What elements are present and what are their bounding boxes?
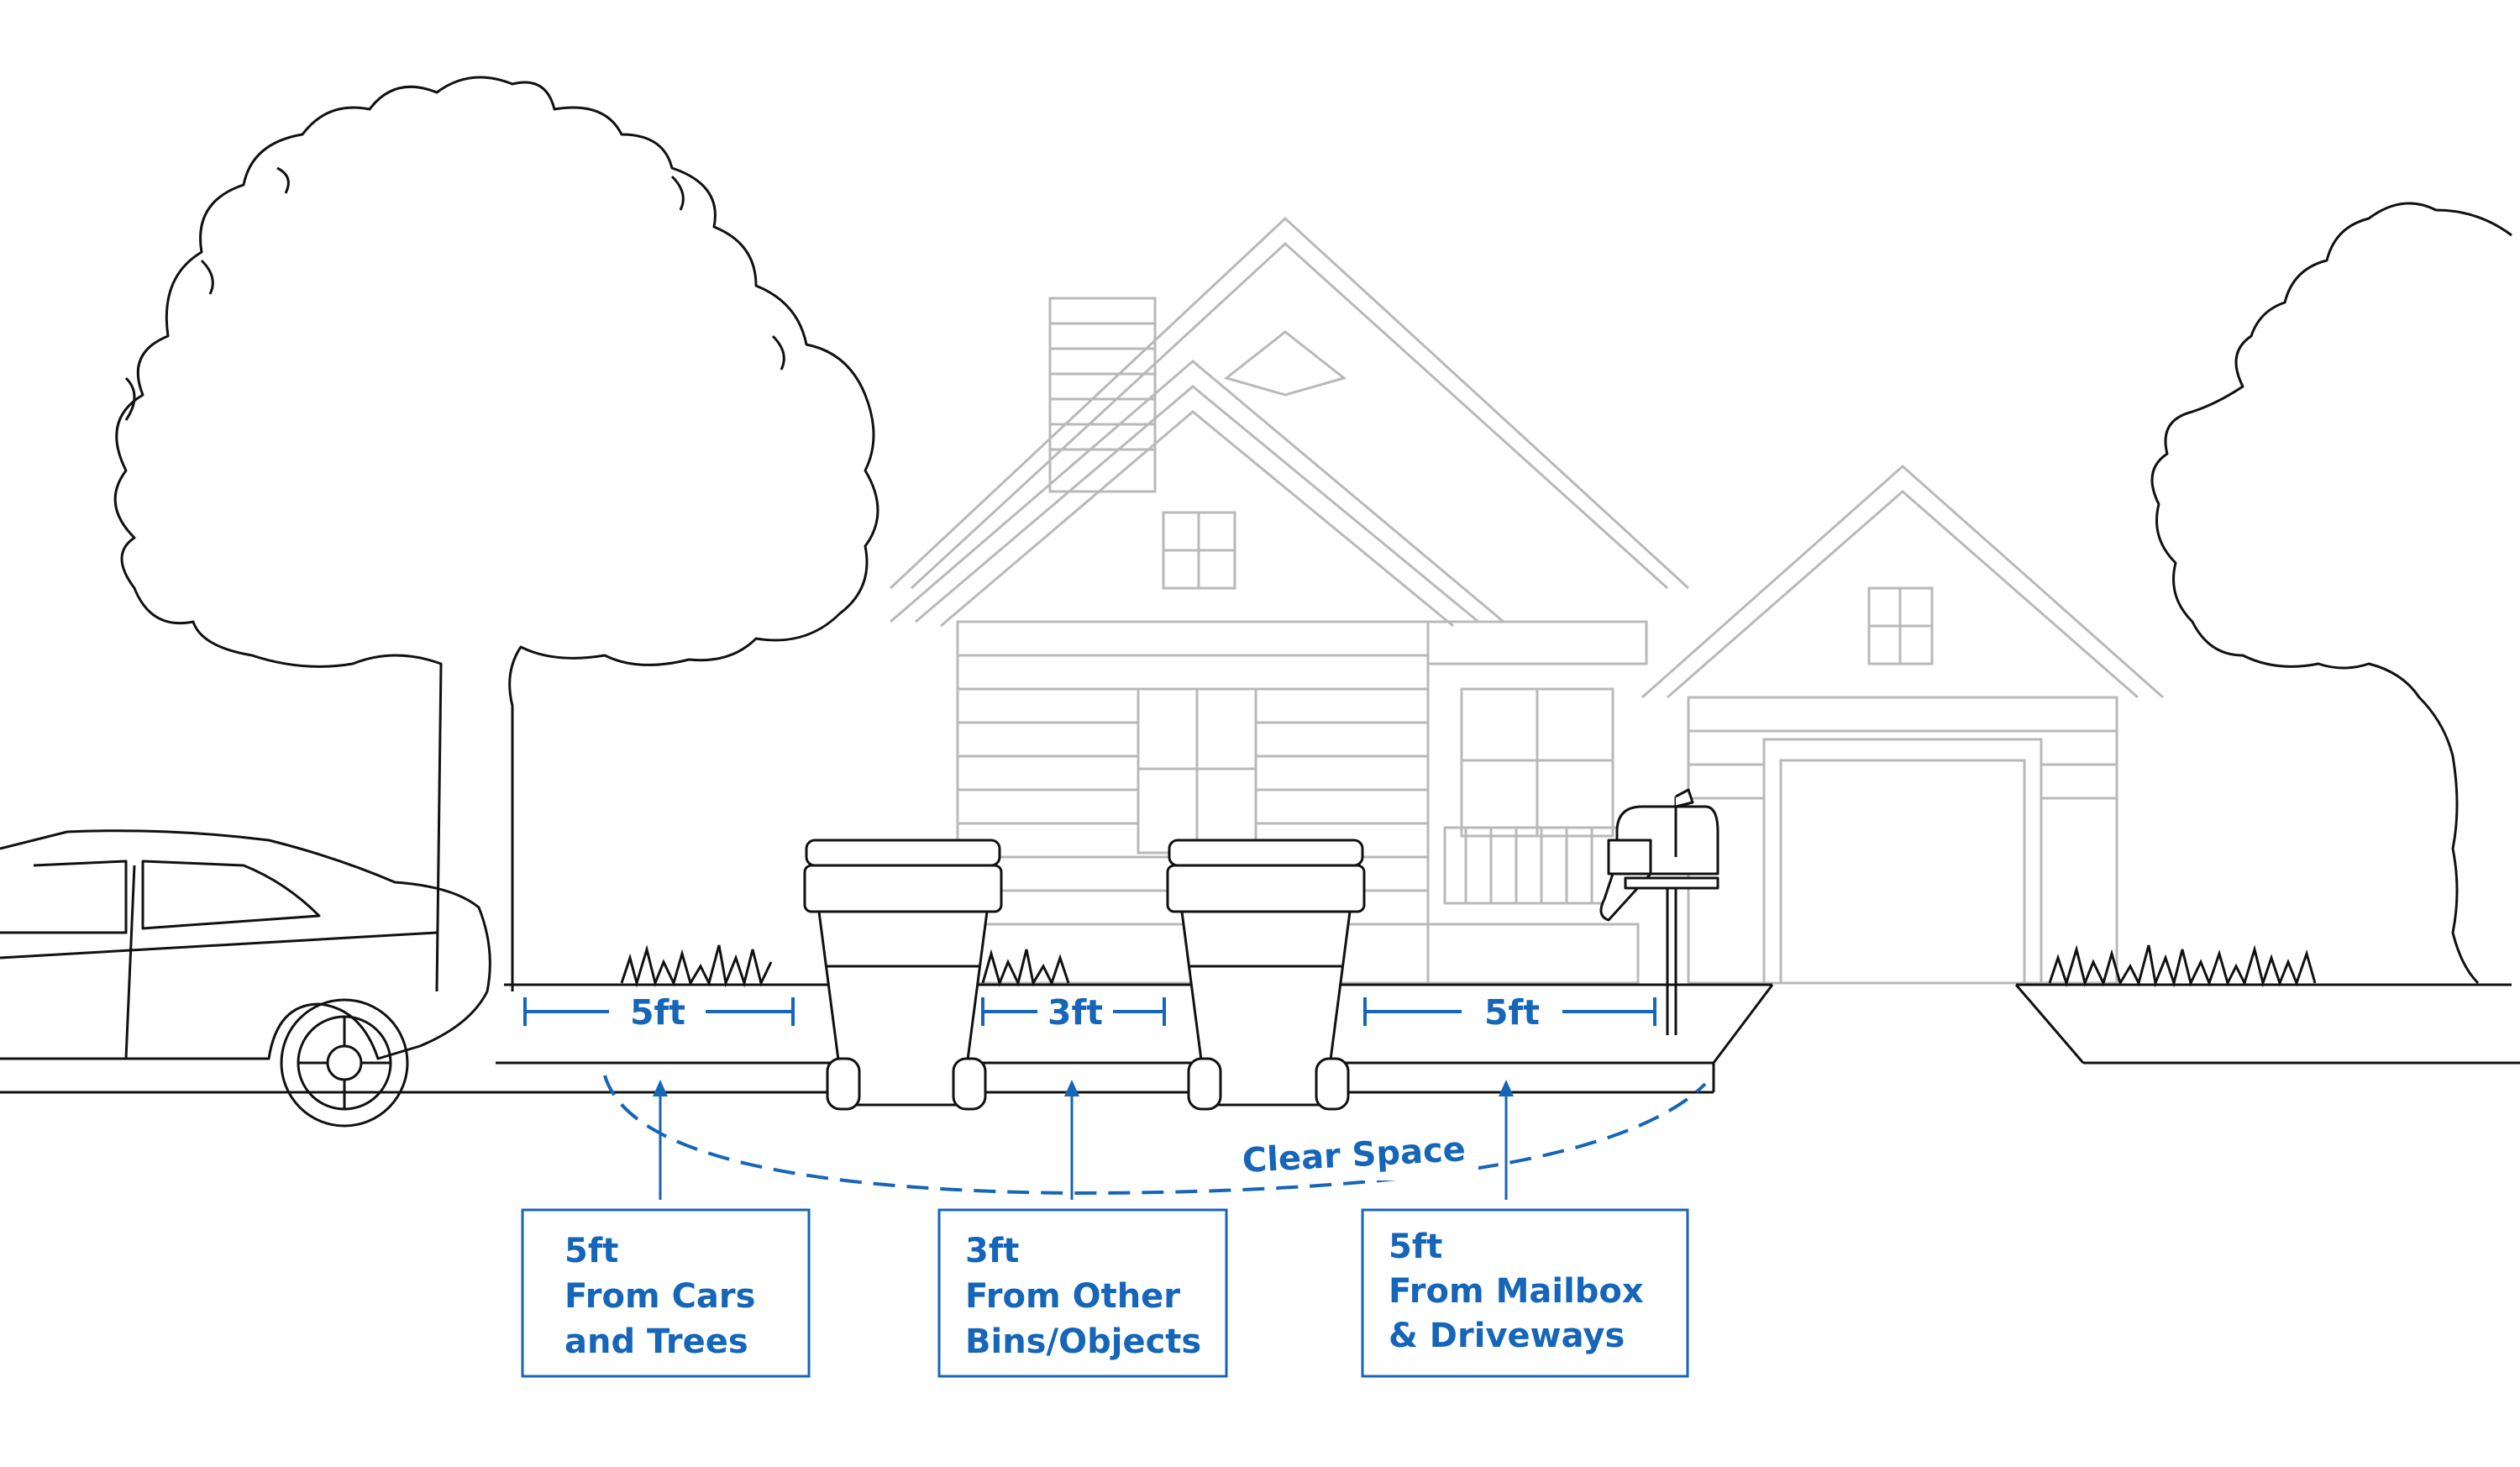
mailbox bbox=[1599, 788, 1719, 1035]
callout-3-line1: From Mailbox bbox=[1389, 1272, 1644, 1311]
callout-1-line1: From Cars bbox=[564, 1277, 755, 1316]
car bbox=[0, 829, 491, 1128]
clear-space-arc bbox=[603, 1075, 1707, 1196]
callout-2-line2: Bins/Objects bbox=[965, 1322, 1201, 1361]
callout-arrows bbox=[653, 1080, 1514, 1200]
right-tree bbox=[2150, 202, 2512, 985]
trash-bin-right bbox=[1166, 839, 1366, 1111]
callout-2-distance: 3ft bbox=[965, 1232, 1019, 1270]
car-wheel bbox=[280, 998, 409, 1128]
left-tree bbox=[113, 76, 879, 992]
ground bbox=[0, 944, 2520, 1094]
dimension-label-left: 5ft bbox=[630, 992, 685, 1033]
callout-box-mailbox-driveways: 5ft From Mailbox & Driveways bbox=[1361, 1208, 1689, 1378]
dimension-label-right: 5ft bbox=[1484, 992, 1540, 1033]
callout-1-distance: 5ft bbox=[564, 1232, 618, 1270]
callout-2-line1: From Other bbox=[965, 1277, 1180, 1316]
callout-1-line2: and Trees bbox=[564, 1322, 748, 1361]
trash-bin-left bbox=[803, 839, 1003, 1111]
dimension-label-middle: 3ft bbox=[1047, 992, 1103, 1033]
callout-3-line2: & Driveways bbox=[1389, 1317, 1625, 1355]
callout-3-distance: 5ft bbox=[1389, 1228, 1442, 1266]
callout-box-cars-trees: 5ft From Cars and Trees bbox=[521, 1208, 811, 1378]
dimension-markers bbox=[523, 997, 1656, 1026]
callout-box-bins-objects: 3ft From Other Bins/Objects bbox=[937, 1208, 1228, 1378]
house bbox=[889, 216, 2164, 985]
